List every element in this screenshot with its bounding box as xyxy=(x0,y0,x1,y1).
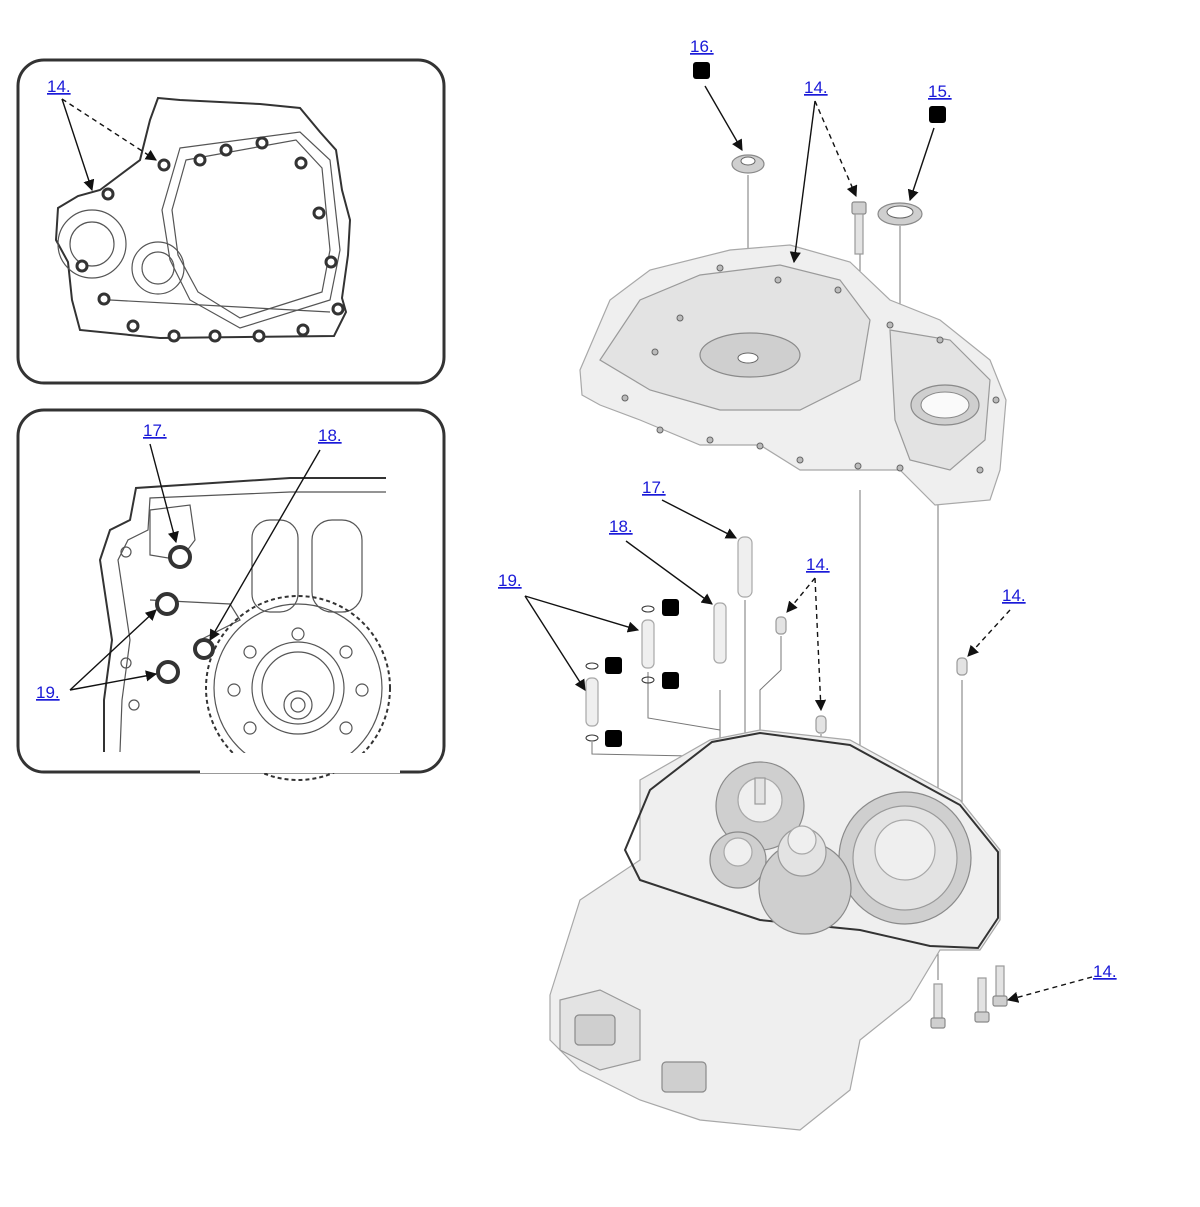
leader-line-dashed xyxy=(786,577,816,613)
leader-line xyxy=(524,595,586,691)
part-19-dowel-upper xyxy=(641,605,655,684)
callout-17[interactable]: 17. xyxy=(642,478,666,497)
part-19-dowel-lower xyxy=(585,662,599,742)
callout-17-inset[interactable]: 17. xyxy=(143,421,167,440)
leader-line-dashed xyxy=(814,577,827,712)
callout-14-inset[interactable]: 14. xyxy=(47,77,71,96)
dowel-hole-18 xyxy=(193,638,215,660)
callout-18[interactable]: 18. xyxy=(609,517,633,536)
callout-19[interactable]: 19. xyxy=(498,571,522,590)
part-14-bolt-top xyxy=(851,201,867,255)
callout-14-mid[interactable]: 14. xyxy=(806,555,830,574)
replace-o-ring-badge-icon xyxy=(605,730,622,747)
replace-part-15-badge-icon xyxy=(929,106,946,123)
callout-14-bottom[interactable]: 14. xyxy=(1093,962,1117,981)
part-14-dowel xyxy=(815,715,827,734)
part-17-dowel-pin xyxy=(737,536,753,598)
dowel-hole-19-lower xyxy=(156,660,180,684)
leader-line xyxy=(69,609,157,691)
leader-line xyxy=(61,98,95,192)
transmission-case-outline xyxy=(54,96,352,340)
inset-dowel-locations: 17. 18. 19. xyxy=(16,408,446,781)
leader-line-dashed xyxy=(1006,976,1093,1003)
part-14-dowel xyxy=(956,657,968,676)
callout-14-right[interactable]: 14. xyxy=(1002,586,1026,605)
replace-part-16-badge-icon xyxy=(693,62,710,79)
leader-line xyxy=(209,449,321,641)
leader-line-dashed xyxy=(814,100,858,198)
callout-15[interactable]: 15. xyxy=(928,82,952,101)
replace-o-ring-badge-icon xyxy=(662,672,679,689)
dowel-hole-19-upper xyxy=(155,592,179,616)
part-15-oil-seal xyxy=(877,202,923,226)
leader-line-dashed xyxy=(967,609,1011,657)
gear-set xyxy=(709,761,972,935)
replace-o-ring-badge-icon xyxy=(662,599,679,616)
replace-o-ring-badge-icon xyxy=(605,657,622,674)
callout-14-top[interactable]: 14. xyxy=(804,78,828,97)
dowel-hole-17 xyxy=(168,545,192,569)
inset-case-bolt-locations: 14. xyxy=(16,58,446,385)
leader-line xyxy=(661,499,737,539)
leader-line xyxy=(524,595,640,633)
part-16-oil-seal xyxy=(731,154,765,174)
gear-detail xyxy=(200,595,400,781)
case-bolt-holes xyxy=(75,136,345,343)
callout-18-inset[interactable]: 18. xyxy=(318,426,342,445)
part-14-dowel xyxy=(775,616,787,635)
callout-16[interactable]: 16. xyxy=(690,37,714,56)
leader-line xyxy=(789,100,816,264)
main-exploded-view: 16. 14. 15. 17. 18. 19. 14. 14. 14. xyxy=(498,37,1117,1131)
leader-line xyxy=(907,127,935,202)
part-14-bolts-lower xyxy=(930,965,1008,1029)
part-18-dowel-pin xyxy=(713,602,727,664)
leader-line xyxy=(149,443,179,544)
leader-line xyxy=(704,85,743,151)
callout-19-inset[interactable]: 19. xyxy=(36,683,60,702)
leader-line xyxy=(625,540,713,605)
transmission-housing xyxy=(549,729,1001,1131)
leader-line-dashed xyxy=(61,98,157,161)
leader-line xyxy=(69,670,158,691)
transmission-case-cover xyxy=(579,244,1007,506)
